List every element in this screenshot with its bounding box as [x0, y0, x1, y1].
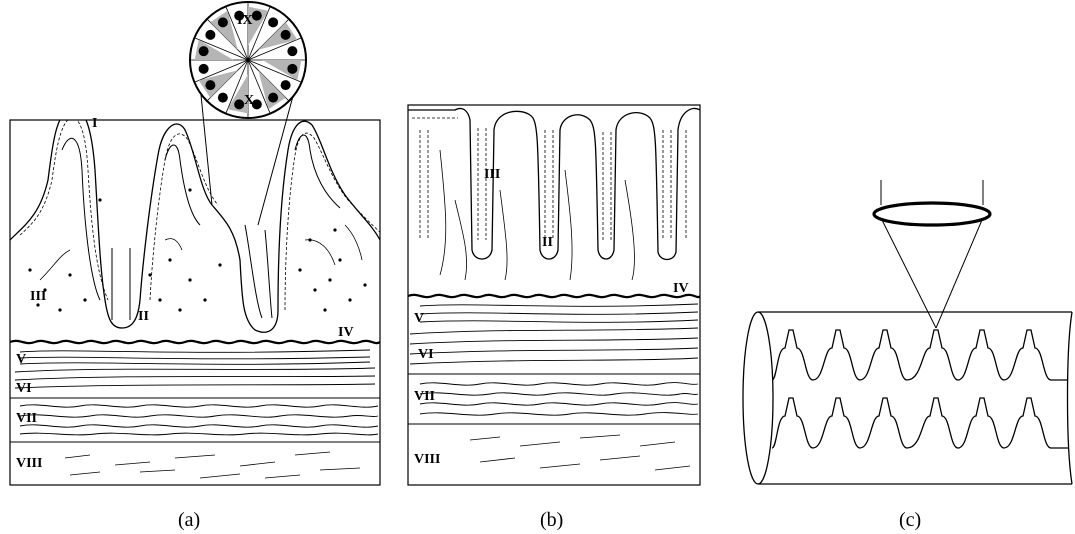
villus-core-line	[295, 135, 340, 208]
magnified-cross-section: IX X	[190, 2, 306, 225]
villi-outline	[772, 330, 1068, 380]
nucleus-dot	[281, 80, 291, 90]
caption-c: (c)	[899, 509, 921, 531]
panel-b: III II IV V VI VII VIII (b)	[408, 105, 700, 531]
nucleus-dot	[268, 93, 278, 103]
label-II: II	[542, 235, 553, 250]
outer-muscle-layer	[20, 405, 378, 435]
label-V: V	[414, 311, 424, 326]
panel-a: IX X I II III IV V VI VII VIII (a)	[10, 2, 380, 531]
villi-row-top	[772, 330, 1068, 380]
villi-row-bottom	[772, 398, 1068, 448]
vessel-line	[40, 225, 362, 280]
panel-c	[743, 180, 1072, 484]
label-VIII: VIII	[414, 452, 440, 467]
crypt-wall-line	[112, 248, 130, 320]
nucleus-dot	[218, 17, 228, 27]
label-VI: VI	[418, 347, 434, 362]
lens-ring	[874, 203, 990, 225]
cylinder-far-end	[1068, 312, 1073, 484]
circular-muscle-layer	[420, 304, 698, 322]
nucleus-dot	[218, 93, 228, 103]
panel-a-frame	[10, 120, 380, 485]
crypt-wall-line	[245, 225, 272, 318]
label-VI: VI	[16, 381, 32, 396]
label-IX: IX	[237, 13, 253, 28]
muscularis-mucosae	[10, 341, 380, 343]
vessel-line	[440, 150, 634, 280]
nucleus-dot	[205, 80, 215, 90]
nucleus-dot	[252, 11, 262, 21]
label-V: V	[16, 352, 26, 367]
mucosa-outline	[10, 108, 380, 333]
longitudinal-muscle-layer	[15, 368, 375, 388]
lamina-propria-nuclei	[28, 188, 366, 311]
label-VII: VII	[414, 389, 435, 404]
label-III: III	[484, 167, 500, 182]
label-VII: VII	[16, 411, 37, 426]
nucleus-dot	[199, 46, 209, 56]
label-II: II	[138, 309, 149, 324]
circular-muscle-layer	[20, 350, 370, 364]
nucleus-dot	[199, 64, 209, 74]
nucleus-dot	[287, 46, 297, 56]
serosa-lines	[470, 435, 690, 470]
label-X: X	[244, 93, 254, 108]
muscularis-mucosae	[408, 295, 700, 297]
nucleus-dot	[268, 17, 278, 27]
outer-muscle-layer	[420, 383, 698, 416]
longitudinal-muscle-layer	[410, 328, 698, 364]
serosa-lines	[65, 452, 360, 478]
label-I: I	[92, 116, 97, 131]
label-IV: IV	[338, 325, 354, 340]
label-IV: IV	[673, 281, 689, 296]
label-VIII: VIII	[16, 456, 42, 471]
epithelium-cells	[412, 118, 686, 240]
cylinder-end	[743, 312, 773, 484]
label-III: III	[30, 289, 46, 304]
nucleus-dot	[234, 99, 244, 109]
villi-outline	[772, 398, 1068, 448]
mucosa-outline	[408, 108, 700, 259]
epithelium-cells	[285, 133, 380, 310]
nucleus-dot	[287, 64, 297, 74]
nucleus-dot	[205, 30, 215, 40]
caption-a: (a)	[178, 509, 200, 531]
nucleus-dot	[281, 30, 291, 40]
caption-b: (b)	[540, 509, 563, 531]
